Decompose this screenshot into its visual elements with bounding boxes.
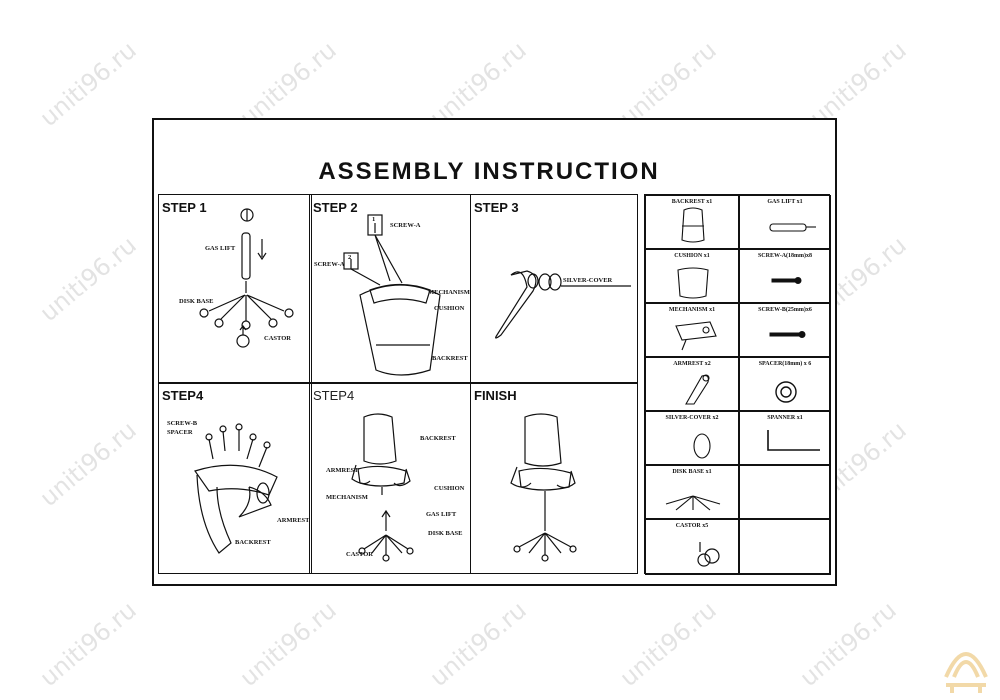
screw-a-top-label: SCREW-A [390,222,421,229]
step1-panel: STEP 1 GAS LIFT DISK BASE CASTOR [158,194,312,384]
part-cell-backrest: BACKREST x1 [645,195,739,249]
finish-heading: FINISH [474,388,517,403]
part-label-cushion: CUSHION x1 [674,253,710,259]
step3-illustration [495,270,631,339]
screw-a-left-label: SCREW-A [314,261,345,268]
instruction-sheet: ASSEMBLY INSTRUCTION STEP 1 GAS LIFT DIS… [152,118,837,586]
spacer-label: SPACER [167,429,193,436]
part-cell-screw-b: SCREW-B(25mm)x6 [739,303,831,357]
silver-cover-icon [693,433,711,459]
gas-lift-label: GAS LIFT [205,245,236,252]
part-cell-silver-cover: SILVER-COVER x2 [645,411,739,465]
gas-lift-icon [769,223,816,232]
step2-heading: STEP 2 [313,200,358,215]
part-label-spanner: SPANNER x1 [767,415,803,421]
disk-base-icon [665,495,721,511]
mechanism-label: MECHANISM [428,289,470,296]
castor-label: CASTOR [346,551,373,558]
watermark-text: uniti96.ru [34,415,142,513]
castor-icon [697,542,720,567]
watermark-text: uniti96.ru [234,595,342,693]
part-cell-empty [739,465,831,519]
finish-illustration [510,413,577,562]
step2-illustration [343,214,441,376]
step3-panel: STEP 3 SILVER-COVER [470,194,638,384]
armrest-label: ARMREST [326,467,359,474]
armrest-label: ARMREST [277,517,310,524]
castor-label: CASTOR [264,335,291,342]
mechanism-icon [675,321,717,351]
disk-base-label: DISK BASE [179,298,214,305]
part-cell-castor: CASTOR x5 [645,519,739,575]
step1-heading: STEP 1 [162,200,207,215]
watermark-text: uniti96.ru [424,595,532,693]
cushion-label: CUSHION [434,485,465,492]
spanner-icon [767,430,820,451]
finish-panel: FINISH [470,382,638,574]
part-cell-empty [739,519,831,575]
part-cell-disk-base: DISK BASE x1 [645,465,739,519]
part-label-armrest: ARMREST x2 [673,361,711,367]
part-label-spacer: SPACER(18mm) x 6 [758,361,812,367]
gas-lift-label: GAS LIFT [426,511,457,518]
watermark-logo [944,652,988,693]
part-label-mechanism: MECHANISM x1 [668,307,716,313]
screw-b-icon [769,331,806,338]
part-label-screw-a: SCREW-A(18mm)x8 [757,253,813,259]
part-label-silver-cover: SILVER-COVER x2 [665,415,719,421]
part-label-gas-lift: GAS LIFT x1 [767,199,803,205]
screw-a-icon [771,277,802,284]
watermark-text: uniti96.ru [614,595,722,693]
page-title: ASSEMBLY INSTRUCTION [318,158,660,185]
backrest-label: BACKREST [420,435,456,442]
step3-heading: STEP 3 [474,200,519,215]
part-label-disk-base: DISK BASE x1 [672,469,712,475]
step4a-panel: STEP4 SCREW-B SPACER ARMREST BACKREST [158,382,312,574]
cushion-icon [677,267,709,299]
part-cell-armrest: ARMREST x2 [645,357,739,411]
backrest-label: BACKREST [235,539,271,546]
watermark-text: uniti96.ru [794,595,902,693]
step4b-illustration [351,413,414,562]
part-cell-spacer: SPACER(18mm) x 6 [739,357,831,411]
num1-label: 1 [372,216,376,223]
part-cell-mechanism: MECHANISM x1 [645,303,739,357]
parts-list-panel: BACKREST x1 GAS LIFT x1 CUSHION x1 SCREW… [644,194,831,575]
part-cell-spanner: SPANNER x1 [739,411,831,465]
part-label-screw-b: SCREW-B(25mm)x6 [758,307,812,313]
mechanism-label: MECHANISM [326,494,368,501]
part-cell-screw-a: SCREW-A(18mm)x8 [739,249,831,303]
silver-cover-label: SILVER-COVER [563,277,613,284]
step4b-panel: STEP4 BACKREST ARMREST CUSHION MECHANISM… [309,382,471,574]
backrest-label: BACKREST [432,355,468,362]
watermark-text: uniti96.ru [34,35,142,133]
step1-illustration [199,208,294,348]
step4a-illustration [194,423,278,554]
screw-b-label: SCREW-B [167,420,198,427]
num2-label: 2 [348,254,352,261]
step4a-heading: STEP4 [162,388,204,403]
spacer-icon [775,381,797,403]
watermark-text: uniti96.ru [34,230,142,328]
part-cell-cushion: CUSHION x1 [645,249,739,303]
watermark-text: uniti96.ru [34,595,142,693]
part-label-backrest: BACKREST x1 [671,199,713,205]
part-cell-gas-lift: GAS LIFT x1 [739,195,831,249]
disk-base-label: DISK BASE [428,530,463,537]
backrest-icon [681,207,705,243]
armrest-icon [685,374,710,405]
part-label-castor: CASTOR x5 [675,523,709,529]
step2-panel: STEP 2 1 2 SCREW-A SCREW-A MECHANISM CUS… [309,194,471,384]
step4b-heading: STEP4 [313,388,355,403]
cushion-label: CUSHION [434,305,465,312]
